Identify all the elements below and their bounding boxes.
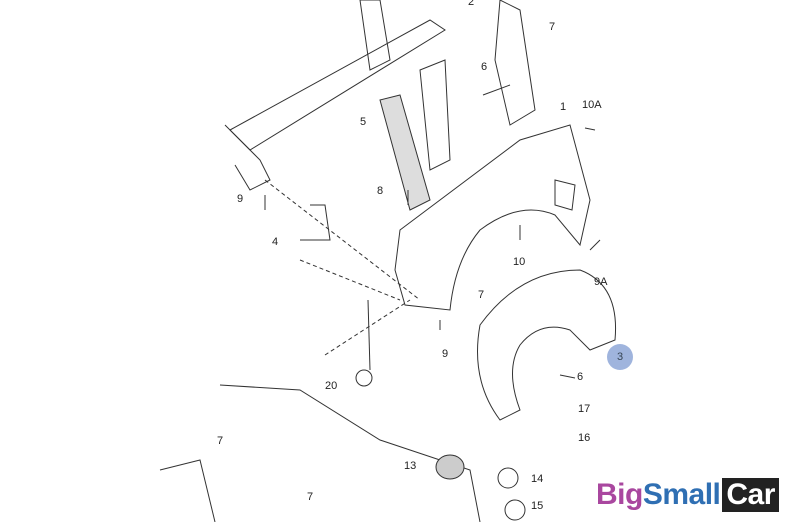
callout-7: 7 [217,435,224,447]
callout-1: 1 [560,101,567,113]
highlighted-callout-3[interactable]: 3 [607,344,633,370]
callout-17: 17 [578,403,591,415]
callout-7: 7 [478,289,485,301]
callout-9a: 9A [594,276,608,288]
callout-7: 7 [549,21,556,33]
callout-6: 6 [577,371,584,383]
logo-big: Big [596,478,643,511]
callout-14: 14 [531,473,544,485]
callout-9: 9 [237,193,244,205]
callout-13: 13 [404,460,417,472]
callout-20: 20 [325,380,338,392]
logo-small: Small [642,478,721,511]
callout-15: 15 [531,500,544,512]
callout-10a: 10A [582,99,602,111]
callout-2: 2 [468,0,475,8]
callout-16: 16 [578,432,591,444]
callout-9: 9 [442,348,449,360]
callout-10: 10 [513,256,526,268]
logo-car: Car [722,478,779,512]
callout-3-label: 3 [616,351,624,363]
callout-5: 5 [360,116,367,128]
callout-7: 7 [307,491,314,503]
callout-4: 4 [272,236,279,248]
callout-8: 8 [377,185,384,197]
callout-6: 6 [481,61,488,73]
